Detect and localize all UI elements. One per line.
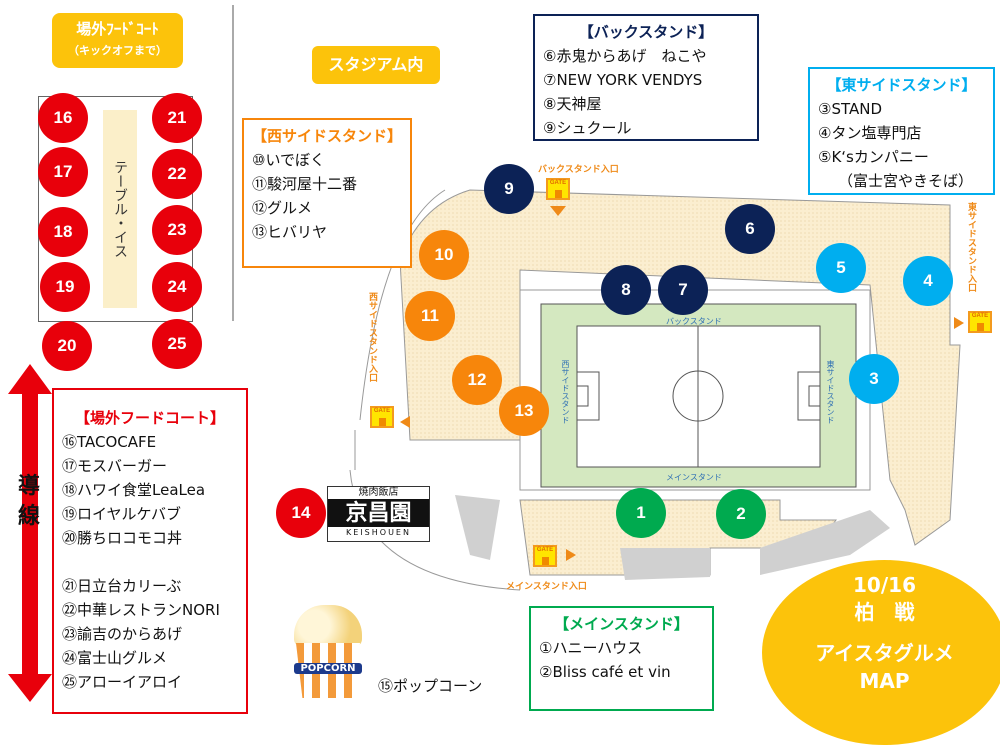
offsite-tag-title: 場外ﾌｰﾄﾞｺｰﾄ — [76, 20, 159, 38]
list-item: ⑦NEW YORK VENDYS — [543, 71, 703, 89]
list-item: ⑨シュクール — [543, 119, 632, 137]
offsite-tag-subtitle: （キックオフまで） — [68, 44, 167, 57]
popcorn-label: ⑮ポップコーン — [378, 677, 483, 695]
marker-10[interactable]: 10 — [419, 230, 469, 280]
table-outline — [38, 96, 193, 322]
marker-19[interactable]: 19 — [40, 262, 90, 312]
keishouen-top: 焼肉飯店 — [358, 487, 399, 498]
gate-west: GATE — [370, 406, 394, 428]
east-stand-box: 【東サイドスタンド】 ③STAND ④タン塩専門店 ⑤K‘sカンパニー （富士宮… — [808, 67, 995, 195]
keishouen-name: 京昌園 — [328, 499, 429, 527]
popcorn-icon: POPCORN — [290, 605, 366, 700]
event-match: 柏 戦 — [854, 600, 915, 624]
marker-13[interactable]: 13 — [499, 386, 549, 436]
offsite-tag: 場外ﾌｰﾄﾞｺｰﾄ （キックオフまで） — [52, 13, 183, 68]
list-item: ⑪駿河屋十二番 — [252, 175, 358, 193]
entrance-east-label: 東サイドスタンド入口 — [966, 202, 976, 292]
marker-18[interactable]: 18 — [38, 207, 88, 257]
marker-12[interactable]: 12 — [452, 355, 502, 405]
back-stand-box: 【バックスタンド】 ⑥赤鬼からあげ ねこや ⑦NEW YORK VENDYS ⑧… — [533, 14, 759, 141]
list-item: ④タン塩専門店 — [818, 124, 922, 142]
back-box-title: 【バックスタンド】 — [578, 23, 714, 41]
marker-11[interactable]: 11 — [405, 291, 455, 341]
entrance-back-label: バックスタンド入口 — [538, 165, 619, 175]
marker-8[interactable]: 8 — [601, 265, 651, 315]
gate-main: GATE — [533, 545, 557, 567]
entrance-main-label: メインスタンド入口 — [506, 582, 587, 592]
list-item: ㉓諭吉のからあげ — [62, 625, 183, 643]
list-item: ⑬ヒバリヤ — [252, 223, 328, 241]
marker-21[interactable]: 21 — [152, 93, 202, 143]
marker-22[interactable]: 22 — [152, 149, 202, 199]
marker-1[interactable]: 1 — [616, 488, 666, 538]
list-item: ㉒中華レストランNORI — [62, 601, 220, 619]
marker-14[interactable]: 14 — [276, 488, 326, 538]
event-subtitle: MAP — [859, 669, 910, 693]
route-arrow — [8, 364, 52, 702]
list-item: ⑥赤鬼からあげ ねこや — [543, 47, 707, 65]
route-label: 導線 — [18, 474, 41, 529]
main-stand-box: 【メインスタンド】 ①ハニーハウス ②Bliss café et vin — [529, 606, 714, 711]
divider — [232, 5, 234, 321]
list-item: ⑧天神屋 — [543, 95, 602, 113]
list-item: ㉑日立台カリーぶ — [62, 577, 182, 595]
marker-25[interactable]: 25 — [152, 319, 202, 369]
event-date: 10/16 — [853, 573, 916, 597]
keishouen-logo: 焼肉飯店 京昌園 KEISHOUEN — [327, 486, 430, 542]
marker-20[interactable]: 20 — [42, 321, 92, 371]
marker-16[interactable]: 16 — [38, 93, 88, 143]
list-item: ⑤K‘sカンパニー — [818, 148, 929, 166]
event-badge: 10/16 柏 戦 アイスタグルメ MAP — [762, 560, 1000, 745]
list-item: ①ハニーハウス — [539, 639, 643, 657]
marker-24[interactable]: 24 — [152, 262, 202, 312]
east-box-title: 【東サイドスタンド】 — [826, 76, 977, 94]
list-item: ㉔富士山グルメ — [62, 649, 168, 667]
list-item: （富士宮やきそば） — [838, 172, 974, 190]
marker-2[interactable]: 2 — [716, 489, 766, 539]
offsite-box-title: 【場外フードコート】 — [74, 409, 225, 427]
list-item: ⑩いでぼく — [252, 151, 325, 169]
marker-17[interactable]: 17 — [38, 147, 88, 197]
keishouen-roman: KEISHOUEN — [346, 528, 411, 537]
pitch-label-east: 東サイドスタンド — [826, 360, 835, 424]
marker-5[interactable]: 5 — [816, 243, 866, 293]
list-item: ②Bliss café et vin — [539, 663, 671, 681]
marker-6[interactable]: 6 — [725, 204, 775, 254]
list-item: ⑰モスバーガー — [62, 457, 168, 475]
table-label: テーブル・イス — [103, 110, 137, 308]
marker-23[interactable]: 23 — [152, 205, 202, 255]
list-item: ㉕アローイアロイ — [62, 673, 183, 691]
west-stand-box: 【西サイドスタンド】 ⑩いでぼく ⑪駿河屋十二番 ⑫グルメ ⑬ヒバリヤ — [242, 118, 412, 268]
pitch-label-main: メインスタンド — [666, 473, 722, 482]
list-item: ⑱ハワイ食堂LeaLea — [62, 481, 206, 499]
main-box-title: 【メインスタンド】 — [554, 615, 689, 633]
list-item: ⑫グルメ — [252, 199, 313, 217]
event-title: アイスタグルメ — [815, 641, 954, 665]
list-item: ③STAND — [818, 100, 882, 118]
marker-3[interactable]: 3 — [849, 354, 899, 404]
marker-4[interactable]: 4 — [903, 256, 953, 306]
marker-9[interactable]: 9 — [484, 164, 534, 214]
popcorn-logo-text: POPCORN — [294, 663, 362, 674]
offsite-food-court-box: 【場外フードコート】 ⑯TACOCAFE ⑰モスバーガー ⑱ハワイ食堂LeaLe… — [52, 388, 248, 714]
list-item: ⑳勝ちロコモコ丼 — [62, 529, 183, 547]
pitch-label-west: 西サイドスタンド — [561, 360, 570, 424]
marker-7[interactable]: 7 — [658, 265, 708, 315]
stadium-tag: スタジアム内 — [312, 46, 440, 84]
list-item: ⑯TACOCAFE — [62, 433, 157, 451]
west-box-title: 【西サイドスタンド】 — [252, 127, 403, 145]
pitch-label-back: バックスタンド — [666, 317, 722, 326]
gate-east: GATE — [968, 311, 992, 333]
list-item: ⑲ロイヤルケバブ — [62, 505, 181, 523]
entrance-west-label: 西サイドスタンド入口 — [367, 292, 377, 382]
gate-back: GATE — [546, 178, 570, 200]
